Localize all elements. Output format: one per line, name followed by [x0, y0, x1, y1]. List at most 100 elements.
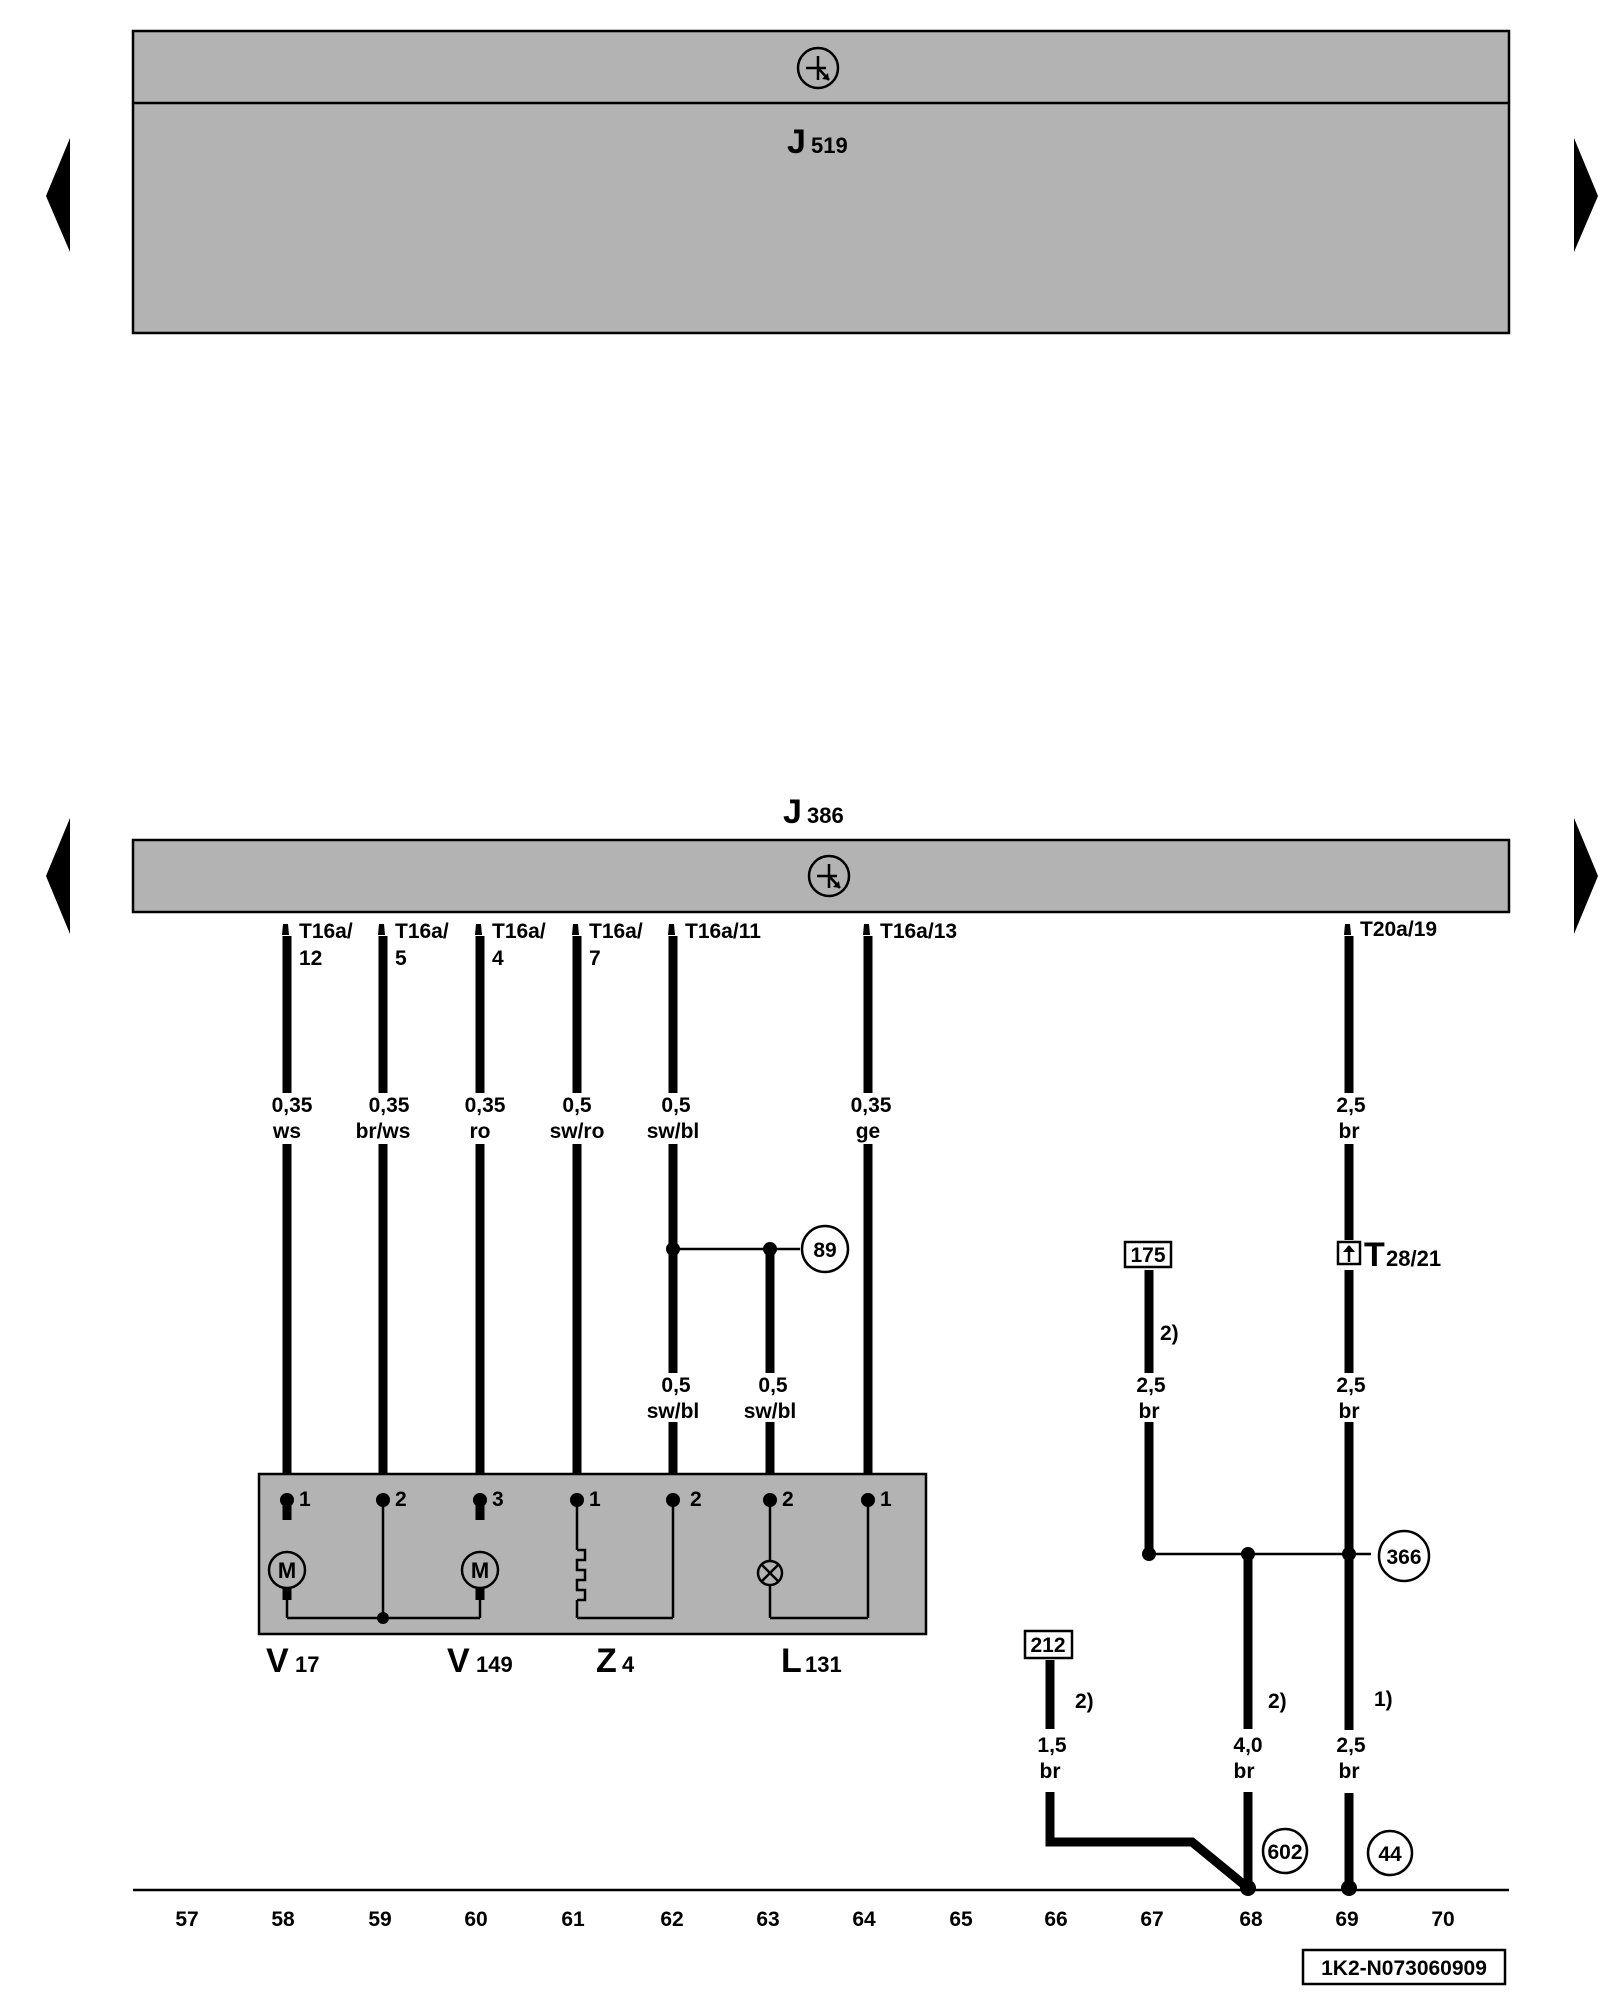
wire-size: 2,5	[1336, 1734, 1366, 1757]
pin-label: 5	[395, 947, 407, 970]
footnote-marker: 1)	[1374, 1688, 1393, 1711]
wire-color: br	[1339, 1760, 1360, 1783]
wire-color: br	[1339, 1120, 1360, 1143]
track-number: 61	[561, 1908, 585, 1931]
component-v149-sub: 149	[476, 1652, 513, 1677]
wire-color: sw/bl	[744, 1400, 797, 1423]
wire-color: ws	[272, 1120, 301, 1143]
wire-color: sw/ro	[550, 1120, 605, 1143]
component-v17-sub: 17	[295, 1652, 319, 1677]
track-number: 58	[271, 1908, 295, 1931]
wire-size: 0,5	[661, 1094, 691, 1117]
connector-t28: T 28/21	[1336, 1236, 1441, 1274]
wire-size: 2,5	[1336, 1094, 1366, 1117]
box-ref-number: 175	[1130, 1244, 1165, 1267]
control-unit-icon	[796, 46, 840, 90]
wire-size: 1,5	[1037, 1734, 1067, 1757]
wire-labels-upper: 0,35 ws 0,35 br/ws 0,35 ro 0,5 sw/ro 0,5…	[272, 1094, 1366, 1143]
ref-number: 44	[1378, 1843, 1402, 1866]
wire-color: br	[1339, 1400, 1360, 1423]
wire-color: sw/bl	[647, 1120, 700, 1143]
wire-color: br	[1234, 1760, 1255, 1783]
ref-number: 89	[813, 1239, 836, 1262]
reference-366: 366	[1377, 1529, 1431, 1583]
motor-symbol: M	[471, 1558, 489, 1583]
pin-label: T16a/	[395, 920, 449, 943]
wire-labels-lower: 0,5 sw/bl 0,5 sw/bl 2,5 br 2,5 br 1,5 br…	[647, 1374, 1366, 1783]
track-numbers: 57 58 59 60 61 62 63 64 65 66 67 68 69 7…	[175, 1908, 1454, 1931]
wire-color: ro	[470, 1120, 491, 1143]
footnote-marker: 2)	[1268, 1690, 1287, 1713]
wires	[282, 936, 1354, 1892]
wire-size: 0,35	[465, 1094, 506, 1117]
wire-size: 0,5	[562, 1094, 592, 1117]
component-group: M M 1 2 3 1 2 2 1	[257, 1472, 928, 1636]
track-number: 66	[1044, 1908, 1067, 1931]
component-z4-sub: 4	[622, 1652, 635, 1677]
box-ref-175: 175	[1123, 1240, 1173, 1269]
box-ref-212: 212	[1023, 1629, 1074, 1660]
thin-connections	[666, 1242, 1371, 1896]
track-number: 63	[756, 1908, 779, 1931]
j519-name: J	[787, 123, 806, 161]
footnote-marker: 2)	[1075, 1690, 1094, 1713]
reference-602: 602	[1261, 1827, 1309, 1875]
component-pin: 2	[690, 1488, 702, 1511]
prev-arrow-top[interactable]	[46, 138, 70, 252]
wire-size: 0,35	[272, 1094, 313, 1117]
track-number: 59	[368, 1908, 391, 1931]
wire-size: 0,5	[661, 1374, 691, 1397]
pin-label: T16a/	[492, 920, 546, 943]
wire-size: 0,5	[758, 1374, 788, 1397]
motor-v149: M	[460, 1550, 500, 1590]
prev-arrow-bottom[interactable]	[46, 818, 70, 934]
component-l131-sub: 131	[805, 1652, 842, 1677]
next-arrow-top[interactable]	[1574, 138, 1598, 252]
component-l131-name: L	[781, 1642, 802, 1680]
box-ref-number: 212	[1030, 1634, 1065, 1657]
track-number: 60	[464, 1908, 487, 1931]
wire-size: 4,0	[1233, 1734, 1262, 1757]
component-z4-name: Z	[596, 1642, 617, 1680]
pin-label: 7	[589, 947, 601, 970]
document-id: 1K2-N073060909	[1301, 1948, 1507, 1986]
lamp-icon	[756, 1559, 784, 1587]
wire-size: 2,5	[1136, 1374, 1166, 1397]
pin-arrows	[282, 924, 1351, 935]
wire-color: sw/bl	[647, 1400, 700, 1423]
wire-color: ge	[856, 1120, 881, 1143]
wire-size: 2,5	[1336, 1374, 1366, 1397]
pin-label: T16a/11	[685, 920, 761, 943]
track-number: 67	[1140, 1908, 1163, 1931]
wire-size: 0,35	[851, 1094, 892, 1117]
component-pin: 1	[299, 1488, 311, 1511]
component-pin: 2	[395, 1488, 407, 1511]
control-unit-icon	[807, 854, 851, 898]
ref-number: 602	[1267, 1841, 1302, 1864]
track-number: 65	[949, 1908, 973, 1931]
pin-label: T16a/	[589, 920, 643, 943]
ref-number: 366	[1386, 1546, 1421, 1569]
footnote-marker: 2)	[1160, 1322, 1179, 1345]
connector-name: T	[1364, 1236, 1385, 1274]
pin-label: 12	[299, 947, 322, 970]
pin-label: 4	[492, 947, 504, 970]
track-number: 69	[1335, 1908, 1358, 1931]
pin-label: T20a/19	[1360, 918, 1437, 941]
motor-v17: M	[267, 1550, 307, 1590]
track-number: 70	[1431, 1908, 1454, 1931]
j386-sub: 386	[807, 803, 844, 828]
connector-sub: 28/21	[1386, 1246, 1441, 1271]
module-j386: J 386	[131, 793, 1511, 914]
component-pin: 1	[880, 1488, 892, 1511]
pin-label: T16a/	[299, 920, 353, 943]
reference-89: 89	[800, 1224, 850, 1274]
track-number: 62	[660, 1908, 683, 1931]
next-arrow-bottom[interactable]	[1574, 818, 1598, 934]
component-v17-name: V	[266, 1642, 289, 1680]
wire-color: br/ws	[356, 1120, 411, 1143]
motor-symbol: M	[278, 1558, 296, 1583]
reference-44: 44	[1366, 1829, 1414, 1877]
wire-color: br	[1040, 1760, 1061, 1783]
